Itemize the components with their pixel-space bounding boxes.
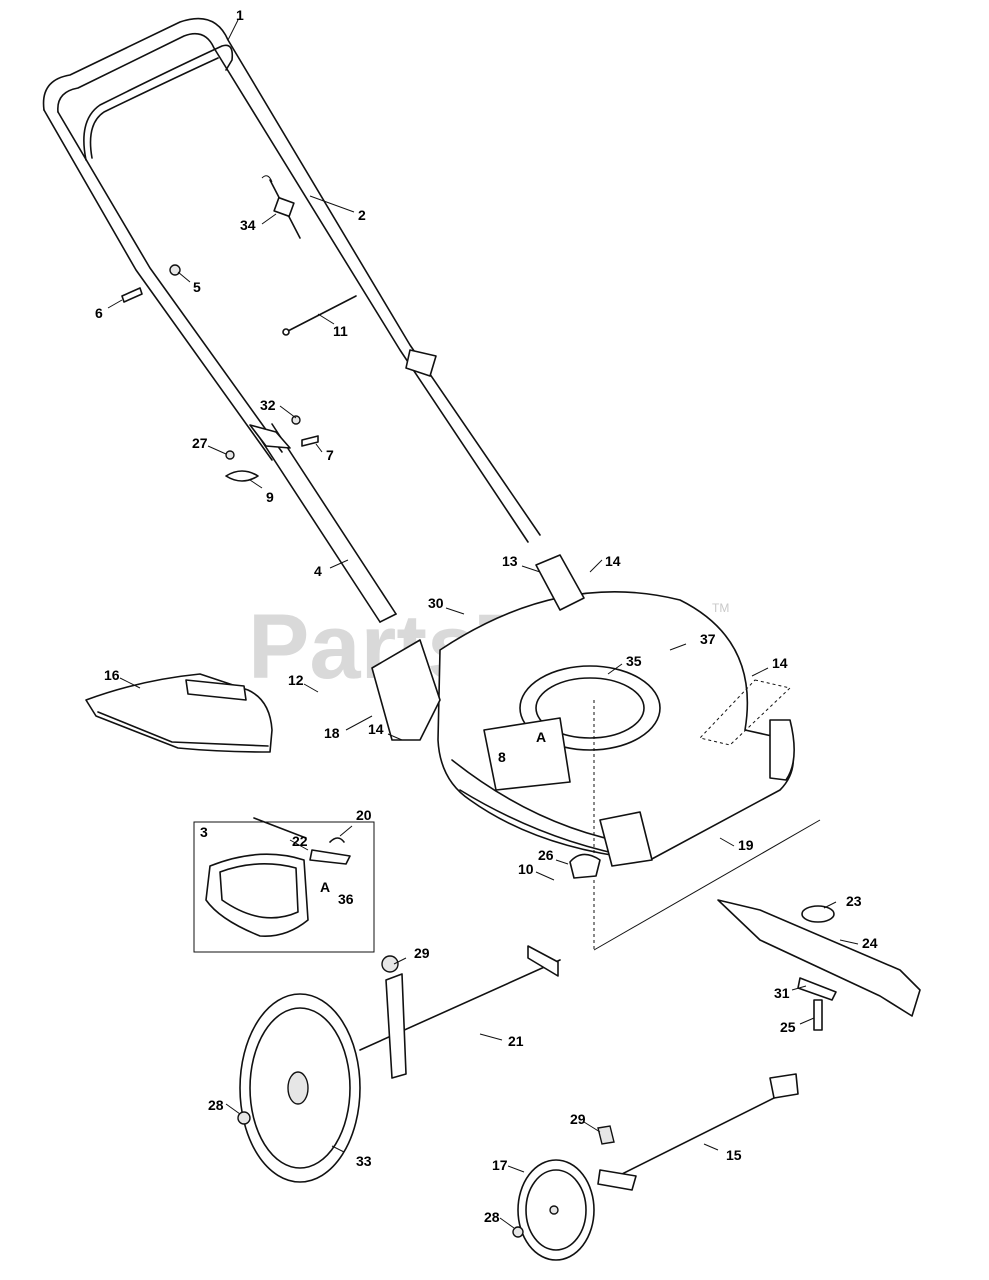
mulch-kit-box: 3	[193, 817, 375, 953]
label-part-10: 10	[518, 861, 534, 877]
lower-handle[interactable]	[249, 423, 397, 623]
label-part-5: 5	[193, 279, 201, 295]
control-cable[interactable]	[282, 295, 357, 336]
trademark-mark: TM	[712, 601, 729, 615]
washer-29-rear[interactable]	[381, 955, 399, 973]
knob-9[interactable]	[225, 470, 259, 482]
clip-29-front[interactable]	[597, 1125, 615, 1145]
label-part-23: 23	[846, 893, 862, 909]
label-part-30: 30	[428, 595, 444, 611]
label-part-26: 26	[538, 847, 554, 863]
label-part-2: 2	[358, 207, 366, 223]
blade-bolt-25[interactable]	[813, 999, 823, 1031]
height-adjuster-gear[interactable]	[569, 853, 601, 879]
blade-support-31[interactable]	[797, 977, 837, 1001]
label-part-31: 31	[774, 985, 790, 1001]
bolt-7[interactable]	[301, 435, 319, 447]
label-part-20: 20	[356, 807, 372, 823]
cable-tie[interactable]	[261, 175, 301, 239]
nut-28-front[interactable]	[512, 1226, 524, 1238]
rear-axle-21[interactable]	[359, 945, 561, 1079]
reference-line-front	[593, 819, 821, 951]
nut-5[interactable]	[169, 264, 181, 276]
front-wheel-17[interactable]	[517, 1159, 595, 1261]
label-part-9: 9	[266, 489, 274, 505]
label-part-36: 36	[338, 891, 354, 907]
label-part-34: 34	[240, 217, 256, 233]
label-part-21: 21	[508, 1033, 524, 1049]
label-part-29-rear: 29	[414, 945, 430, 961]
leader-lines	[107, 19, 859, 1229]
label-part-27: 27	[192, 435, 208, 451]
label-part-33: 33	[356, 1153, 372, 1169]
label-part-15: 15	[726, 1147, 742, 1163]
rear-shield[interactable]	[85, 673, 273, 753]
label-part-24: 24	[862, 935, 878, 951]
label-part-11: 11	[333, 323, 348, 339]
label-part-13: 13	[502, 553, 518, 569]
reference-line	[699, 679, 792, 746]
blade-24[interactable]	[717, 899, 921, 1017]
label-part-18: 18	[324, 725, 340, 741]
part-labels: 1 2 34 5 6 11 32 27 7 9 4 13 14 30 37 16…	[95, 7, 878, 1225]
label-part-17: 17	[492, 1157, 508, 1173]
label-ref-a-deck: A	[536, 729, 546, 745]
label-ref-a-kit: A	[320, 879, 330, 895]
label-part-4: 4	[314, 563, 322, 579]
mower-deck[interactable]	[371, 554, 795, 867]
handle-hardware[interactable]	[121, 264, 319, 482]
label-part-8: 8	[498, 749, 506, 765]
label-part-28-rear: 28	[208, 1097, 224, 1113]
label-part-35: 35	[626, 653, 642, 669]
label-part-28-front: 28	[484, 1209, 500, 1225]
label-part-25: 25	[780, 1019, 796, 1035]
label-part-22: 22	[292, 833, 308, 849]
label-part-37: 37	[700, 631, 716, 647]
bolt-6[interactable]	[121, 287, 143, 303]
nut-28-rear[interactable]	[237, 1111, 251, 1125]
label-part-12: 12	[288, 672, 304, 688]
label-part-7: 7	[326, 447, 334, 463]
bolt-27[interactable]	[225, 450, 235, 460]
label-part-6: 6	[95, 305, 103, 321]
label-part-16: 16	[104, 667, 120, 683]
washer-32[interactable]	[291, 415, 301, 425]
upper-handle[interactable]	[42, 17, 541, 543]
label-part-1: 1	[236, 7, 244, 23]
label-part-29-front: 29	[570, 1111, 586, 1127]
label-part-19: 19	[738, 837, 754, 853]
front-axle-15[interactable]	[597, 1073, 799, 1191]
label-part-14-right: 14	[772, 655, 788, 671]
label-part-14-left: 14	[368, 721, 384, 737]
kit-box-label: 3	[200, 824, 208, 840]
label-part-14-top: 14	[605, 553, 621, 569]
rear-wheel-33[interactable]	[239, 993, 361, 1183]
label-part-32: 32	[260, 397, 276, 413]
blade-adapter-23[interactable]	[801, 905, 835, 923]
